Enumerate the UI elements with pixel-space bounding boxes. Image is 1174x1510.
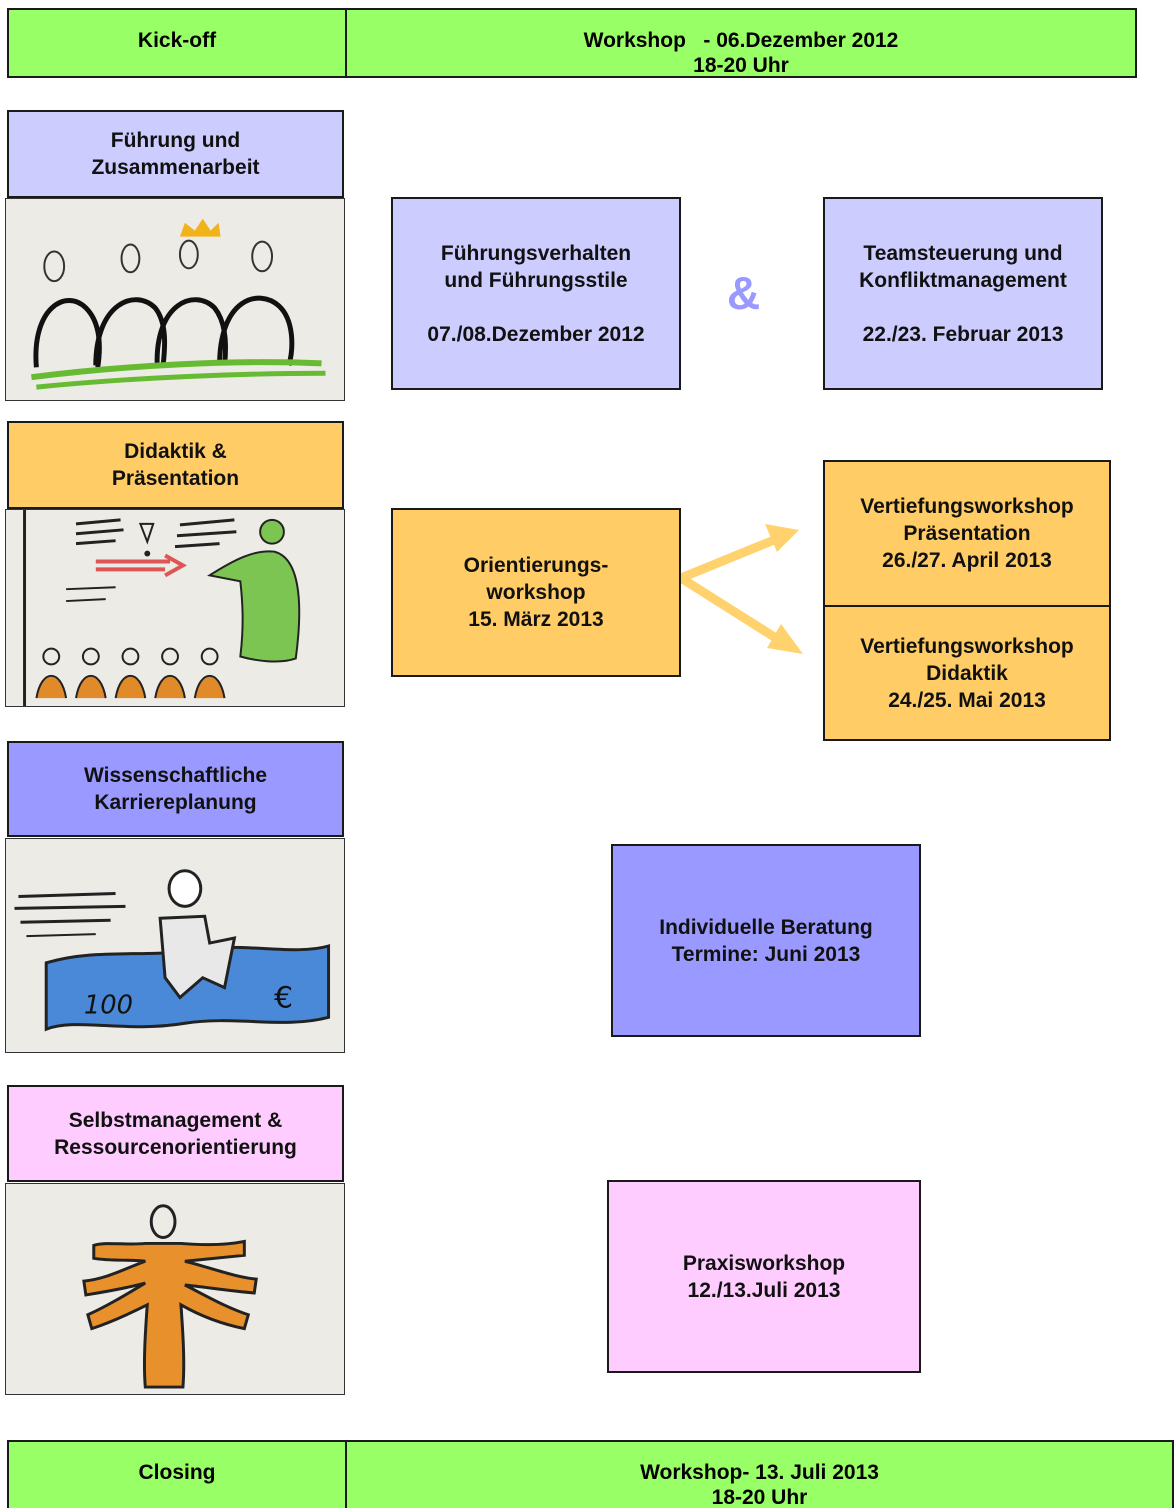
orient-date: 15. März 2013: [468, 608, 604, 631]
module-title-fuehrung: Führung und Zusammenarbeit: [7, 110, 344, 198]
fuehrung-title-line1: Führung und: [110, 129, 241, 152]
vertiefung-didaktik-box: Vertiefungsworkshop Didaktik 24./25. Mai…: [823, 605, 1111, 741]
vt1-line1: Vertiefungsworkshop: [860, 495, 1074, 518]
fuehrung-box1-date: 07./08.Dezember 2012: [427, 322, 645, 346]
kickoff-time: 18-20 Uhr: [693, 54, 789, 77]
module-title-selbst: Selbstmanagement & Ressourcenorientierun…: [7, 1085, 344, 1182]
closing-time: 18-20 Uhr: [711, 1486, 808, 1509]
module-title-didaktik: Didaktik & Präsentation: [7, 421, 344, 509]
closing-label-cell: Closing: [9, 1442, 347, 1508]
kickoff-band: Kick-off Workshop - 06.Dezember 2012 18-…: [7, 8, 1137, 78]
praxis-line2: 12./13.Juli 2013: [687, 1278, 841, 1302]
orient-line1: Orientierungs-: [463, 554, 609, 577]
multi-arm-figure-illustration: [6, 1184, 344, 1394]
praxisworkshop-box: Praxisworkshop 12./13.Juli 2013: [607, 1180, 921, 1373]
fuehrung-box2-line1: Teamsteuerung und: [863, 241, 1063, 265]
beratung-line2: Termine: Juni 2013: [671, 942, 861, 966]
fuehrung-box2: Teamsteuerung und Konfliktmanagement 22.…: [823, 197, 1103, 390]
vt2-date: 24./25. Mai 2013: [888, 688, 1046, 712]
selbst-drawing: [5, 1183, 345, 1395]
arrow-down-line: [681, 574, 782, 644]
fuehrung-title-line2: Zusammenarbeit: [91, 156, 260, 179]
closing-band: Closing Workshop- 13. Juli 2013 18-20 Uh…: [7, 1440, 1174, 1509]
fuehrung-box1-line2: und Führungsstile: [444, 268, 628, 292]
career-money-illustration: 100 €: [6, 839, 344, 1052]
module-title-karriere: Wissenschaftliche Karriereplanung: [7, 741, 344, 837]
arrow-up-line: [681, 533, 781, 583]
closing-info-cell: Workshop- 13. Juli 2013 18-20 Uhr: [347, 1442, 1172, 1509]
ampersand-connector: &: [727, 267, 761, 319]
kickoff-title: Workshop - 06.Dezember 2012: [583, 29, 899, 52]
fuehrung-drawing: [5, 198, 345, 401]
arrow-up-head: [765, 524, 799, 552]
karriere-title-line2: Karriereplanung: [94, 791, 257, 814]
didaktik-title-line2: Präsentation: [111, 467, 240, 490]
individuelle-beratung-box: Individuelle Beratung Termine: Juni 2013: [611, 844, 921, 1037]
vertiefung-praesentation-box: Vertiefungsworkshop Präsentation 26./27.…: [823, 460, 1111, 607]
orient-line2: workshop: [486, 581, 586, 604]
fuehrung-box2-line2: Konfliktmanagement: [859, 268, 1067, 292]
kickoff-label: Kick-off: [137, 29, 217, 52]
didaktik-drawing: [5, 509, 345, 707]
vt2-line1: Vertiefungsworkshop: [860, 634, 1074, 658]
team-leader-illustration: [6, 199, 344, 400]
closing-label: Closing: [138, 1461, 216, 1484]
praxis-line1: Praxisworkshop: [682, 1251, 846, 1275]
arrow-down-head: [767, 624, 803, 654]
vt2-line2: Didaktik: [926, 661, 1008, 685]
selbst-title-line1: Selbstmanagement &: [68, 1108, 283, 1132]
karriere-drawing: 100 €: [5, 838, 345, 1053]
euro-sign-text: €: [274, 980, 293, 1015]
orientierungsworkshop-box: Orientierungs- workshop 15. März 2013: [391, 508, 681, 677]
fuehrung-box1: Führungsverhalten und Führungsstile 07./…: [391, 197, 681, 390]
fuehrung-box2-date: 22./23. Februar 2013: [862, 322, 1064, 346]
didaktik-title-line1: Didaktik &: [124, 440, 227, 463]
karriere-title-line1: Wissenschaftliche: [83, 764, 268, 787]
kickoff-label-cell: Kick-off: [9, 10, 347, 76]
branch-arrows: [681, 524, 803, 654]
crown-icon: [179, 218, 221, 237]
kickoff-info-cell: Workshop - 06.Dezember 2012 18-20 Uhr: [347, 10, 1135, 77]
fuehrung-box1-line1: Führungsverhalten: [440, 241, 632, 265]
vt1-date: 26./27. April 2013: [882, 549, 1052, 572]
closing-title: Workshop- 13. Juli 2013: [640, 1461, 879, 1484]
banknote-value-text: 100: [84, 990, 133, 1020]
presentation-illustration: [6, 510, 344, 706]
vt1-line2: Präsentation: [903, 522, 1031, 545]
beratung-line1: Individuelle Beratung: [659, 915, 873, 939]
selbst-title-line2: Ressourcenorientierung: [54, 1135, 297, 1159]
